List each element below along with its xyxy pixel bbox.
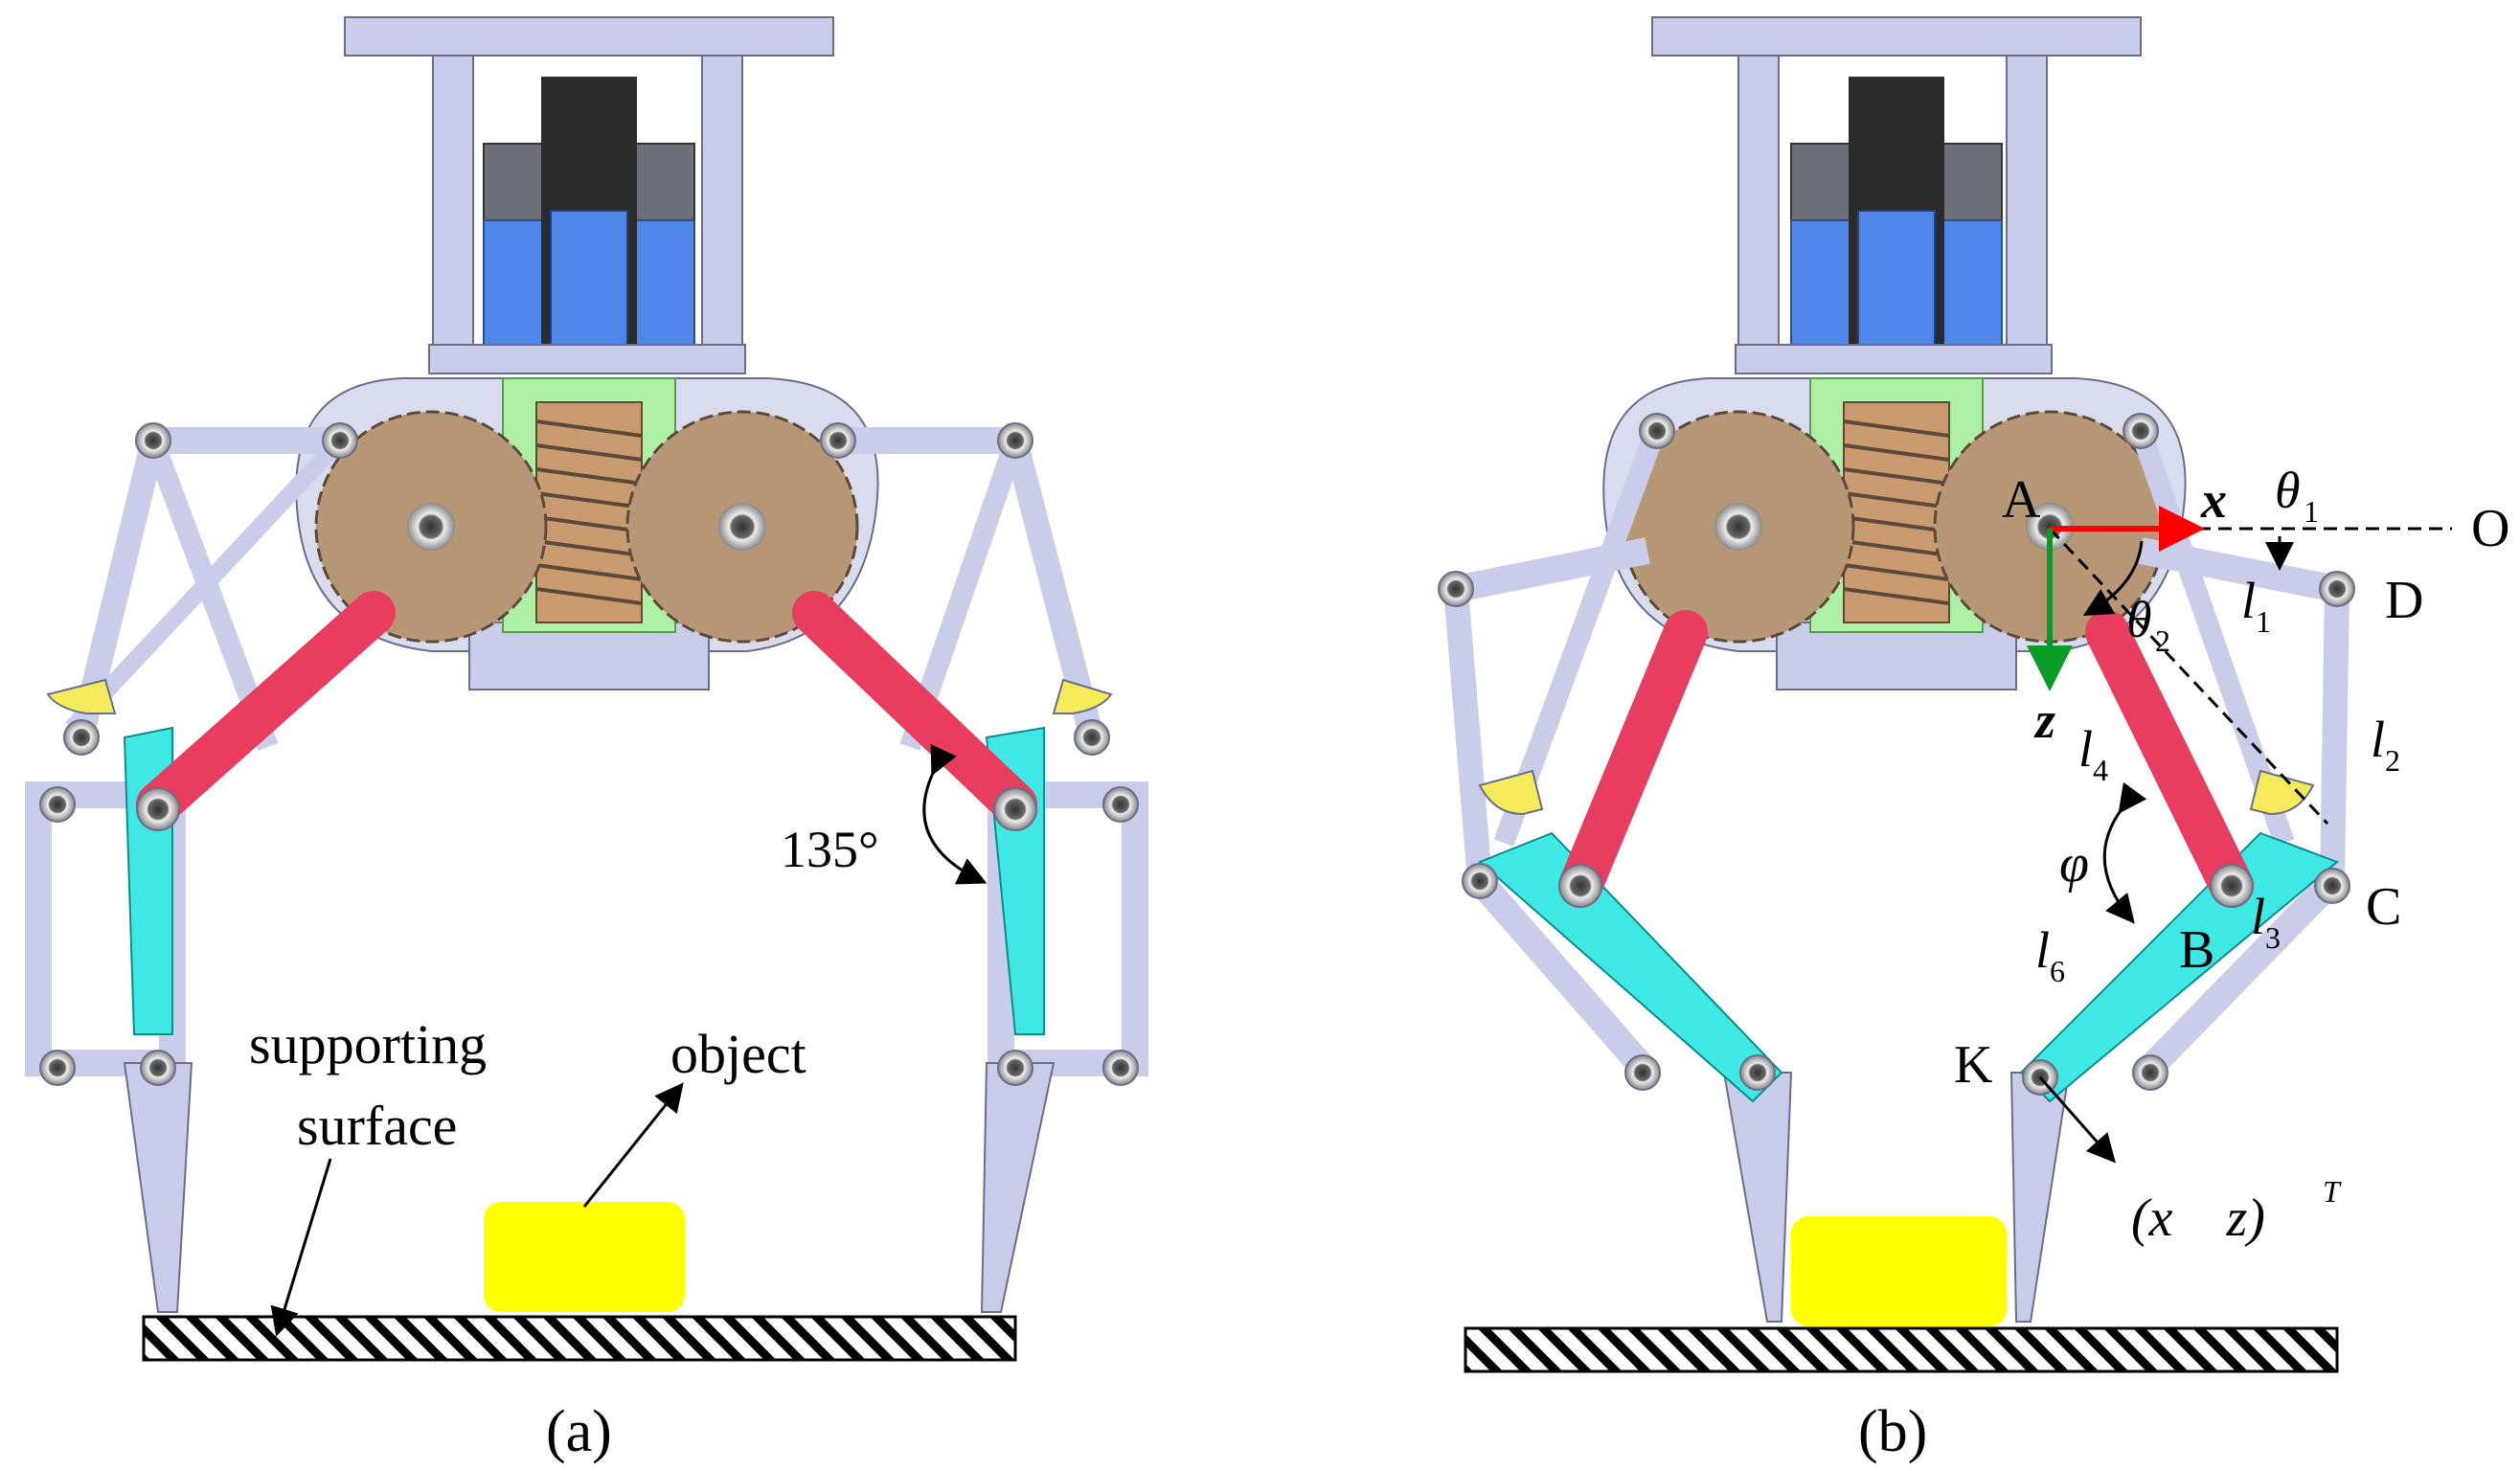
motor-mount-b [1735,344,2053,374]
label-l2: l 2 [2371,711,2400,778]
label-coordinates: (x z) T [2131,1174,2342,1248]
left-gear-shaft [407,503,455,551]
support-pointer [270,1158,332,1337]
support-label-line1: supporting [249,1013,487,1075]
l1-subscript: 1 [2256,604,2271,639]
coord-text: (x z) [2131,1188,2265,1248]
object-label: object [670,1023,806,1085]
worm-screw [535,401,643,623]
l4-symbol: l [2078,720,2093,778]
top-plate-b [1651,16,2142,57]
caption-a: (a) [546,1399,612,1464]
label-theta1: θ 1 [2275,462,2319,529]
right-pillar-b [2006,55,2048,353]
supporting-surface-b [1464,1326,2339,1373]
theta1-subscript: 1 [2304,494,2319,529]
theta2-subscript: 2 [2155,623,2170,658]
panel-b: A B C D K O x z θ 1 θ 2 φ l 1 l 2 l 3 l [1438,16,2509,1464]
angle-arc-135 [922,743,988,885]
l3-subscript: 3 [2265,920,2281,955]
label-phi: φ [2059,834,2089,894]
l6-subscript: 6 [2050,954,2065,988]
label-axis-z: z [2033,691,2055,749]
label-l6: l 6 [2035,921,2065,988]
l6-symbol: l [2035,921,2050,979]
motor-mount [428,344,746,374]
coord-pointer [2038,1076,2116,1164]
label-l3: l 3 [2251,888,2281,955]
angle-label-135: 135° [781,821,879,878]
label-K: K [1954,1035,1992,1095]
l2-symbol: l [2371,711,2385,768]
left-finger [25,422,396,1313]
worm-screw-b [1843,401,1950,623]
object-pointer [582,1082,684,1208]
label-C: C [2366,877,2401,937]
phi-arc [2102,781,2147,924]
l3-symbol: l [2251,888,2265,945]
supporting-surface-a [142,1315,1017,1362]
label-A: A [2002,470,2041,530]
right-gear-shaft [718,503,766,551]
object-b [1791,1216,2007,1326]
label-theta2: θ 2 [2126,591,2170,658]
label-axis-x: x [2200,471,2227,529]
caption-b: (b) [1858,1399,1927,1464]
l4-subscript: 4 [2093,753,2108,787]
left-gear-shaft-b [1714,503,1762,551]
support-label-line2: surface [297,1095,457,1157]
theta1-symbol: θ [2275,462,2301,519]
label-l1: l 1 [2241,572,2271,639]
theta2-symbol: θ [2126,591,2152,648]
right-finger-b [2009,413,2355,1323]
l1-symbol: l [2241,572,2256,629]
reference-line-AC [2048,527,2329,826]
gearbox-base [468,622,710,690]
label-O: O [2471,499,2509,558]
left-pillar-b [1737,55,1780,353]
coord-superscript: T [2323,1174,2342,1209]
right-pillar [701,55,743,353]
label-B: B [2179,920,2214,980]
top-plate [344,16,834,57]
label-l4: l 4 [2078,720,2108,787]
motor-b [1790,77,2003,354]
object-a [484,1202,685,1312]
left-pillar [432,55,474,353]
panel-a: 135° supporting surface object (a) [25,16,1148,1464]
left-finger-b [1438,413,1793,1323]
motor [483,77,695,354]
theta2-arc [2082,540,2144,616]
label-D: D [2385,571,2423,630]
right-finger [792,422,1148,1313]
l2-subscript: 2 [2385,743,2400,778]
